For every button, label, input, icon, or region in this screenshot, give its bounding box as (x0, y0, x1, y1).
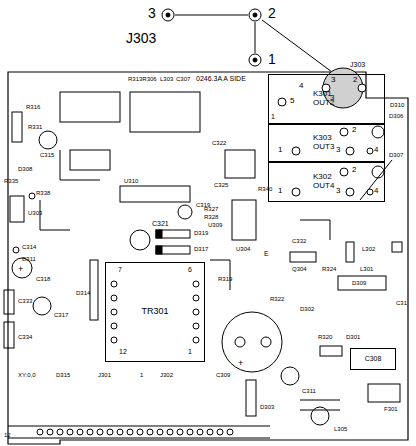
silkscreen-label: 1 (188, 348, 192, 355)
silkscreen-label: U309 (208, 222, 222, 228)
silkscreen-label: 4 (374, 146, 378, 154)
silkscreen-label: D303 (260, 404, 274, 410)
silkscreen-label: R319 (218, 276, 232, 282)
silkscreen-label: C332 (292, 238, 306, 244)
silkscreen-label: R324 (322, 266, 336, 272)
silkscreen-label: R340 (258, 186, 272, 192)
silkscreen-label: E (264, 250, 269, 257)
silkscreen-label: 4 (374, 187, 378, 195)
silkscreen-label: 2 (352, 126, 356, 134)
silkscreen-label: R327 (204, 206, 218, 212)
relay-outline: K301OUT2 (268, 74, 385, 124)
silkscreen-label: L301 (360, 266, 373, 272)
silkscreen-label: R320 (318, 334, 332, 340)
silkscreen-label: R335 (4, 178, 18, 184)
silkscreen-label: C317 (54, 312, 68, 318)
silkscreen-label: R313R306 (128, 76, 157, 82)
silkscreen-label: 2 (353, 76, 357, 84)
silkscreen-label: D317 (194, 246, 208, 252)
silkscreen-label: L303 (160, 76, 173, 82)
silkscreen-label: R338 (36, 190, 50, 196)
part-label: K302 (313, 173, 332, 182)
silkscreen-label: D319 (194, 230, 208, 236)
silkscreen-label: 6 (188, 266, 192, 273)
part-label: TR301 (141, 307, 168, 317)
silkscreen-label: D310 (390, 102, 404, 108)
silkscreen-label: C325 (214, 182, 228, 188)
silkscreen-label: U304 (236, 246, 250, 252)
silkscreen-label: D307 (389, 152, 403, 158)
silkscreen-label: C311 (302, 388, 316, 394)
svg-text:+: + (238, 358, 243, 368)
silkscreen-label: 7 (118, 266, 122, 273)
silkscreen-label: L305 (334, 426, 347, 432)
silkscreen-label: U310 (124, 178, 138, 184)
silkscreen-label: 1 (278, 187, 282, 195)
silkscreen-label: C31 (396, 300, 407, 306)
silkscreen-label: R316 (26, 104, 40, 110)
silkscreen-label: C307 (176, 76, 190, 82)
silkscreen-label: 1 (271, 113, 275, 120)
silkscreen-label: F301 (384, 406, 398, 412)
silkscreen-label: C334 (18, 334, 32, 340)
silkscreen-label: D308 (18, 166, 32, 172)
silkscreen-label: C315 (40, 152, 54, 158)
silkscreen-label: J301 (98, 372, 111, 378)
inset-pin-label: 3 (148, 6, 156, 20)
inset-pin-label: 1 (268, 52, 276, 66)
silkscreen-label: C322 (212, 140, 226, 146)
silkscreen-label: 4 (299, 82, 303, 90)
silkscreen-label: 3 (336, 146, 340, 154)
silkscreen-label: D311 (22, 256, 36, 262)
silkscreen-label: XY:0,0 (18, 372, 36, 378)
inset-pin-label: J303 (126, 31, 156, 45)
relay-outline: K303OUT3 (268, 124, 385, 162)
silkscreen-label: 3 (336, 187, 340, 195)
silkscreen-label: R328 (204, 214, 218, 220)
part-label: K301 (313, 90, 332, 99)
silkscreen-label: C318 (36, 276, 50, 282)
silkscreen-label: L302 (362, 246, 375, 252)
part-label: K303 (313, 134, 332, 143)
relay-outline: K302OUT4 (268, 162, 385, 202)
silkscreen-label: R331 (28, 124, 42, 130)
part-label: C308 (365, 355, 382, 363)
component-outline: TR301 (105, 262, 205, 362)
part-label: OUT4 (313, 182, 334, 191)
silkscreen-label: D315 (56, 372, 70, 378)
silkscreen-label: C333 (18, 298, 32, 304)
silkscreen-label: 12 (119, 348, 127, 355)
silkscreen-label: D302 (300, 306, 314, 312)
silkscreen-label: 3 (331, 76, 335, 84)
silkscreen-label: U303 (28, 210, 42, 216)
silkscreen-label: R322 (270, 296, 284, 302)
silkscreen-label: 0246.3A A SIDE (196, 75, 246, 82)
silkscreen-label: D306 (389, 113, 403, 119)
silkscreen-label: 12 (4, 432, 11, 438)
silkscreen-label: 1 (140, 372, 143, 378)
silkscreen-label: D309 (352, 280, 366, 286)
silkscreen-label: C309 (216, 372, 230, 378)
silkscreen-label: 3 (330, 94, 334, 102)
silkscreen-label: D301 (346, 334, 360, 340)
silkscreen-label: 2 (352, 166, 356, 174)
silkscreen-label: Q304 (292, 266, 307, 272)
silkscreen-label: C314 (22, 244, 36, 250)
silkscreen-label: 5 (290, 97, 294, 105)
silkscreen-label: D314 (76, 290, 90, 296)
inset-pin-label: 2 (268, 6, 276, 20)
silkscreen-label: 1 (278, 146, 282, 154)
silkscreen-label: C321 (152, 220, 169, 227)
component-outline: C308 (350, 348, 396, 370)
silkscreen-label: J303 (350, 61, 365, 68)
svg-text:+: + (18, 264, 23, 274)
silkscreen-label: J302 (160, 372, 173, 378)
part-label: OUT3 (313, 143, 334, 152)
